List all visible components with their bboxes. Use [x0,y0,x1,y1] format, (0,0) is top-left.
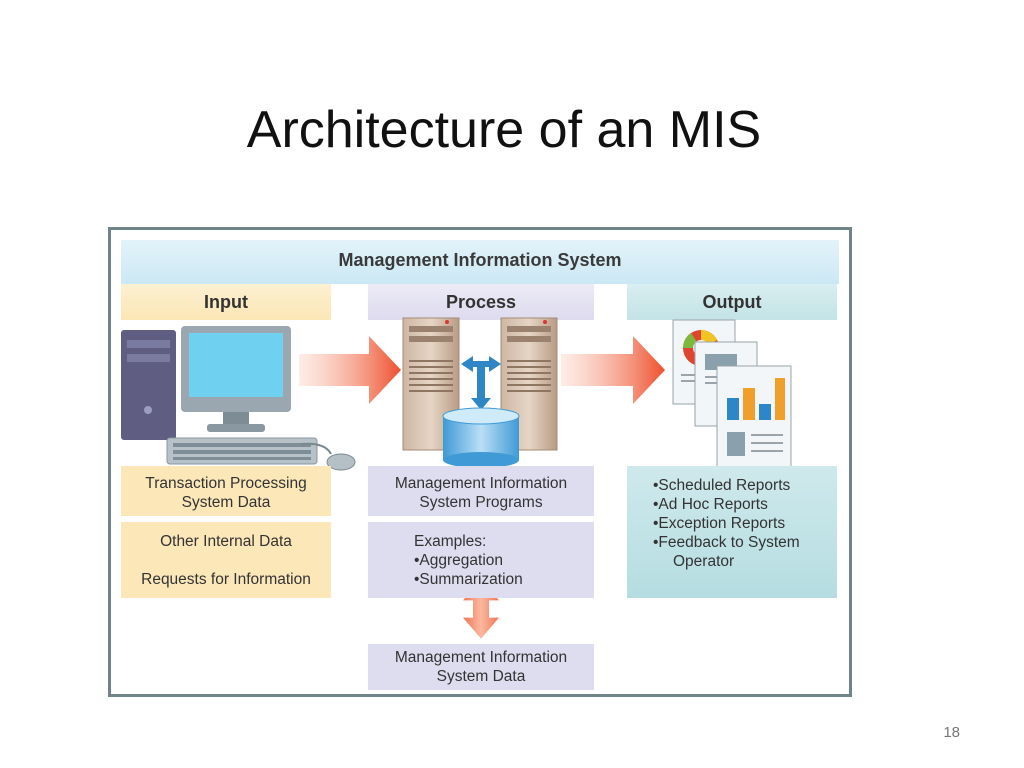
input-tps-data: Transaction Processing System Data [121,466,331,516]
arrow-icon [461,356,501,410]
diagram-banner: Management Information System [121,240,839,284]
database-icon [442,407,520,468]
slide-title: Architecture of an MIS [246,101,762,159]
server-icon [402,317,460,451]
input-other-data: Other Internal Data Requests for Informa… [121,522,331,598]
diagram-illustrations [121,317,792,639]
mis-diagram: Management Information System Input Proc… [108,227,852,697]
process-heading: Process [368,284,594,320]
report-icon [716,365,792,469]
output-heading: Output [627,284,837,320]
input-heading: Input [121,284,331,320]
process-programs: Management Information System Programs [368,466,594,516]
arrow-icon [561,336,665,404]
arrow-icon [299,336,401,404]
process-examples: Examples: •Aggregation •Summarization [368,522,594,598]
output-reports: •Scheduled Reports •Ad Hoc Reports •Exce… [627,466,837,598]
computer-icon [121,326,356,471]
process-data: Management Information System Data [368,644,594,690]
slide-number: 18 [943,724,960,741]
